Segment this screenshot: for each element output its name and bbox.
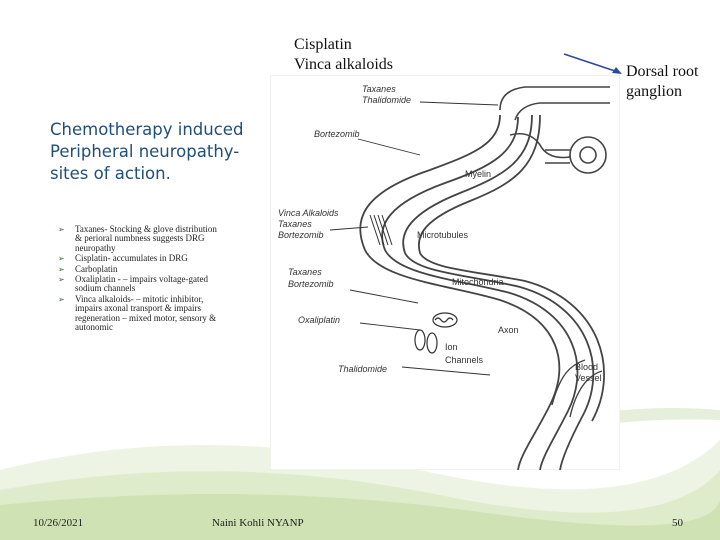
bullet-arrow-icon: ➢ <box>58 295 65 304</box>
list-item: ➢Carboplatin <box>58 265 223 274</box>
neuropathy-diagram: Taxanes Thalidomide Bortezomib Myelin Vi… <box>270 75 620 470</box>
bullet-arrow-icon: ➢ <box>58 254 65 263</box>
caption-vinca: Vinca alkaloids <box>294 55 393 75</box>
label-bortezomib-top: Bortezomib <box>314 129 360 139</box>
label-myelin: Myelin <box>465 169 491 179</box>
label-microtubules: Microtubules <box>417 230 469 240</box>
label-oxaliplatin: Oxaliplatin <box>298 315 340 325</box>
label-blood: Blood <box>575 362 598 372</box>
list-item: ➢Oxaliplatin - – impairs voltage-gated s… <box>58 275 223 294</box>
bullet-arrow-icon: ➢ <box>58 225 65 234</box>
top-caption: Cisplatin Vinca alkaloids <box>294 35 393 75</box>
label-axon: Axon <box>498 325 519 335</box>
footer-author: Naini Kohli NYANP <box>212 517 304 529</box>
label-channels: Channels <box>445 355 484 365</box>
list-item: ➢Taxanes- Stocking & glove distribution … <box>58 225 223 253</box>
label-bortezomib-low: Bortezomib <box>288 279 334 289</box>
label-taxanes-top: Taxanes <box>362 84 396 94</box>
label-bortezomib-mid: Bortezomib <box>278 230 324 240</box>
caption-cisplatin: Cisplatin <box>294 35 393 55</box>
bullet-arrow-icon: ➢ <box>58 275 65 284</box>
label-thalidomide-top: Thalidomide <box>362 95 411 105</box>
label-ion: Ion <box>445 342 458 352</box>
label-vessel: Vessel <box>575 373 602 383</box>
list-item: ➢Vinca alkaloids- – mitotic inhibitor, i… <box>58 295 223 333</box>
label-taxanes-low: Taxanes <box>288 267 322 277</box>
footer-date: 10/26/2021 <box>33 517 83 529</box>
bullet-arrow-icon: ➢ <box>58 265 65 274</box>
list-item: ➢Cisplatin- accumulates in DRG <box>58 254 223 263</box>
bullet-list: ➢Taxanes- Stocking & glove distribution … <box>58 225 223 333</box>
label-vinca: Vinca Alkaloids <box>278 208 339 218</box>
label-mitochondria: Mitochondria <box>452 277 504 287</box>
slide-title: Chemotherapy induced Peripheral neuropat… <box>50 119 250 185</box>
label-thalidomide-bottom: Thalidomide <box>338 364 387 374</box>
dorsal-root-ganglion-label: Dorsal root ganglion <box>626 62 718 102</box>
label-taxanes-mid: Taxanes <box>278 219 312 229</box>
page-number: 50 <box>672 517 683 529</box>
